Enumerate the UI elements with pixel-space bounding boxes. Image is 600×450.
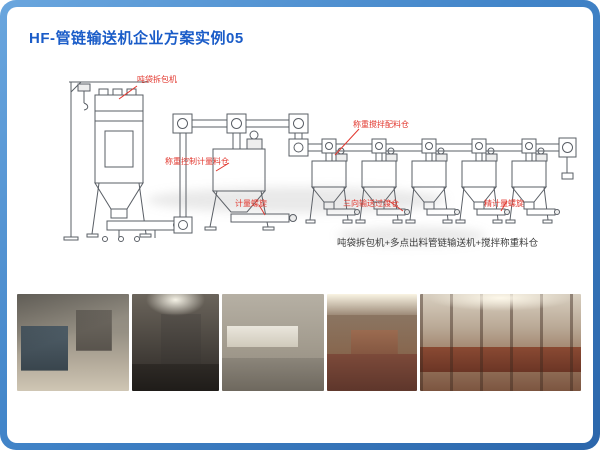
schematic-diagram: 吨袋拆包机 称重搅拌配料仓 称重控制计量料仓 计量螺旋 三向输送过渡仓 精计量螺… [7, 69, 591, 269]
watermark-smudge [147, 187, 447, 213]
diagram-drawing [63, 81, 577, 242]
factory-photo-2 [132, 294, 219, 391]
chain-conveyor-pipes [172, 113, 577, 234]
watermark-smudge [337, 227, 487, 245]
photo-strip [17, 294, 581, 391]
label-bag-unpacker: 吨袋拆包机 [137, 75, 177, 84]
label-weighing-metering-bin: 称重控制计量料仓 [165, 157, 229, 166]
label-weighing-mixing-bins: 称重搅拌配料仓 [353, 120, 409, 129]
hopper-unit-3 [405, 138, 460, 224]
factory-photo-1 [17, 294, 129, 391]
factory-photo-5 [420, 294, 581, 391]
label-three-way-transfer-bin: 三向输送过渡仓 [343, 199, 399, 208]
diagram-caption: 吨袋拆包机+多点出料管链输送机+搅拌称重料仓 [337, 238, 539, 249]
factory-photo-3 [222, 294, 324, 391]
page-title: HF-管链输送机企业方案实例05 [29, 30, 244, 47]
label-metering-screw: 计量螺旋 [235, 199, 267, 208]
hopper-unit-5 [505, 138, 560, 224]
label-fine-metering-screw: 精计量螺旋 [484, 199, 524, 208]
bag-unpacker-unit [63, 81, 184, 242]
metering-hopper-unit [204, 130, 297, 231]
factory-photo-4 [327, 294, 417, 391]
label-leader-lines [118, 85, 508, 216]
content-card: HF-管链输送机企业方案实例05 [7, 7, 593, 443]
